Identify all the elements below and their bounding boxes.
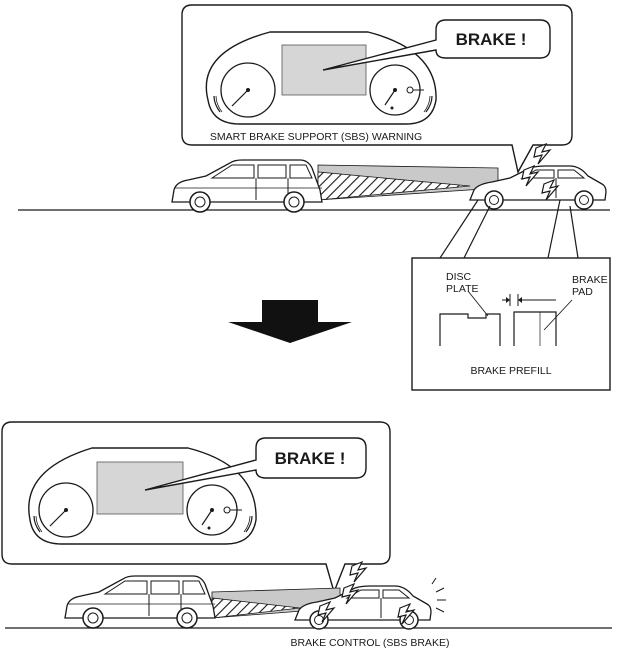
brake-callout xyxy=(322,19,551,71)
warning-bolt-icon xyxy=(349,561,367,583)
disc-label-line2: PLATE xyxy=(446,283,478,295)
vehicle-ahead xyxy=(171,159,323,213)
prefill-detail: DISC PLATE BRAKE PAD BRAKE PREFILL xyxy=(411,199,611,391)
disc-label-line1: DISC xyxy=(446,271,472,283)
brake-control-caption: BRAKE CONTROL (SBS BRAKE) xyxy=(291,637,450,649)
sequence-arrow xyxy=(228,300,352,343)
brake-prefill-panel xyxy=(411,257,611,391)
pad-label-line1: BRAKE xyxy=(572,274,608,286)
brake-callout-text: BRAKE ! xyxy=(456,30,527,49)
pad-label-line2: PAD xyxy=(572,286,593,298)
vehicle-ahead-bottom xyxy=(64,575,216,629)
multi-info-display-bottom xyxy=(96,461,184,515)
brake-prefill-caption: BRAKE PREFILL xyxy=(470,365,551,377)
cluster-bubble: BRAKE ! SMART BRAKE SUPPORT (SBS) WARNIN… xyxy=(181,4,573,174)
impact-marks xyxy=(431,577,446,613)
warning-bolt-icon xyxy=(533,143,551,165)
brake-callout-text-bottom: BRAKE ! xyxy=(275,449,346,468)
brake-pad-shape xyxy=(513,311,557,346)
control-scene: BRAKE ! BRAKE CONTROL (SBS BRAKE) xyxy=(1,421,612,649)
brake-callout-bottom xyxy=(144,437,367,491)
sbs-warning-caption: SMART BRAKE SUPPORT (SBS) WARNING xyxy=(210,131,422,143)
disc-plate-shape xyxy=(439,313,501,346)
warning-scene: BRAKE ! SMART BRAKE SUPPORT (SBS) WARNIN… xyxy=(18,4,610,213)
